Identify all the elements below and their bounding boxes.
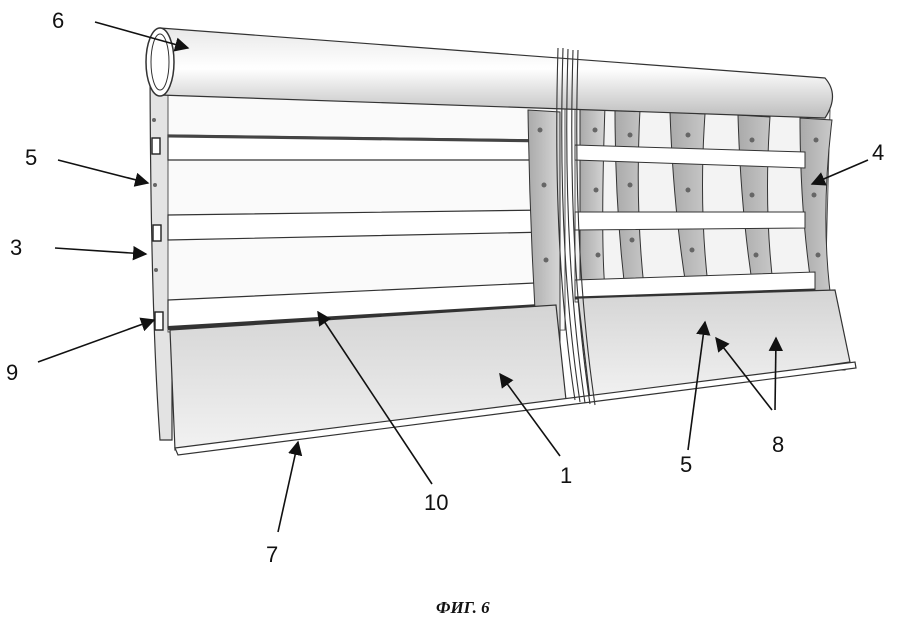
leader-8b: [768, 336, 784, 411]
trailing-edge-strip: [174, 361, 857, 456]
leader-10: [317, 310, 433, 485]
leader-4: [810, 159, 869, 186]
label-6: 6: [52, 8, 64, 33]
label-4: 4: [872, 140, 884, 165]
leader-9: [37, 317, 156, 363]
label-8: 8: [772, 432, 784, 457]
lower-skin-right: [577, 289, 851, 401]
leader-8a: [715, 336, 773, 411]
leader-3: [54, 245, 148, 261]
leader-5b: [687, 320, 711, 451]
label-5-left: 5: [25, 145, 37, 170]
leader-6: [94, 21, 190, 52]
splice-joint: [556, 47, 596, 406]
leader-1: [499, 372, 561, 457]
label-9: 9: [6, 360, 18, 385]
label-5-right: 5: [680, 452, 692, 477]
leader-7: [277, 440, 303, 533]
label-1: 1: [560, 463, 572, 488]
leader-5a: [57, 159, 150, 187]
label-10: 10: [424, 490, 448, 515]
leader-lines: [37, 21, 869, 533]
box-structure: [145, 27, 857, 456]
label-3: 3: [10, 235, 22, 260]
reference-numerals: 6 5 3 9 4 10 1 5 8 7: [6, 8, 884, 567]
figure-caption: ФИГ. 6: [436, 598, 490, 617]
leading-edge-tube: [159, 27, 834, 119]
label-7: 7: [266, 542, 278, 567]
